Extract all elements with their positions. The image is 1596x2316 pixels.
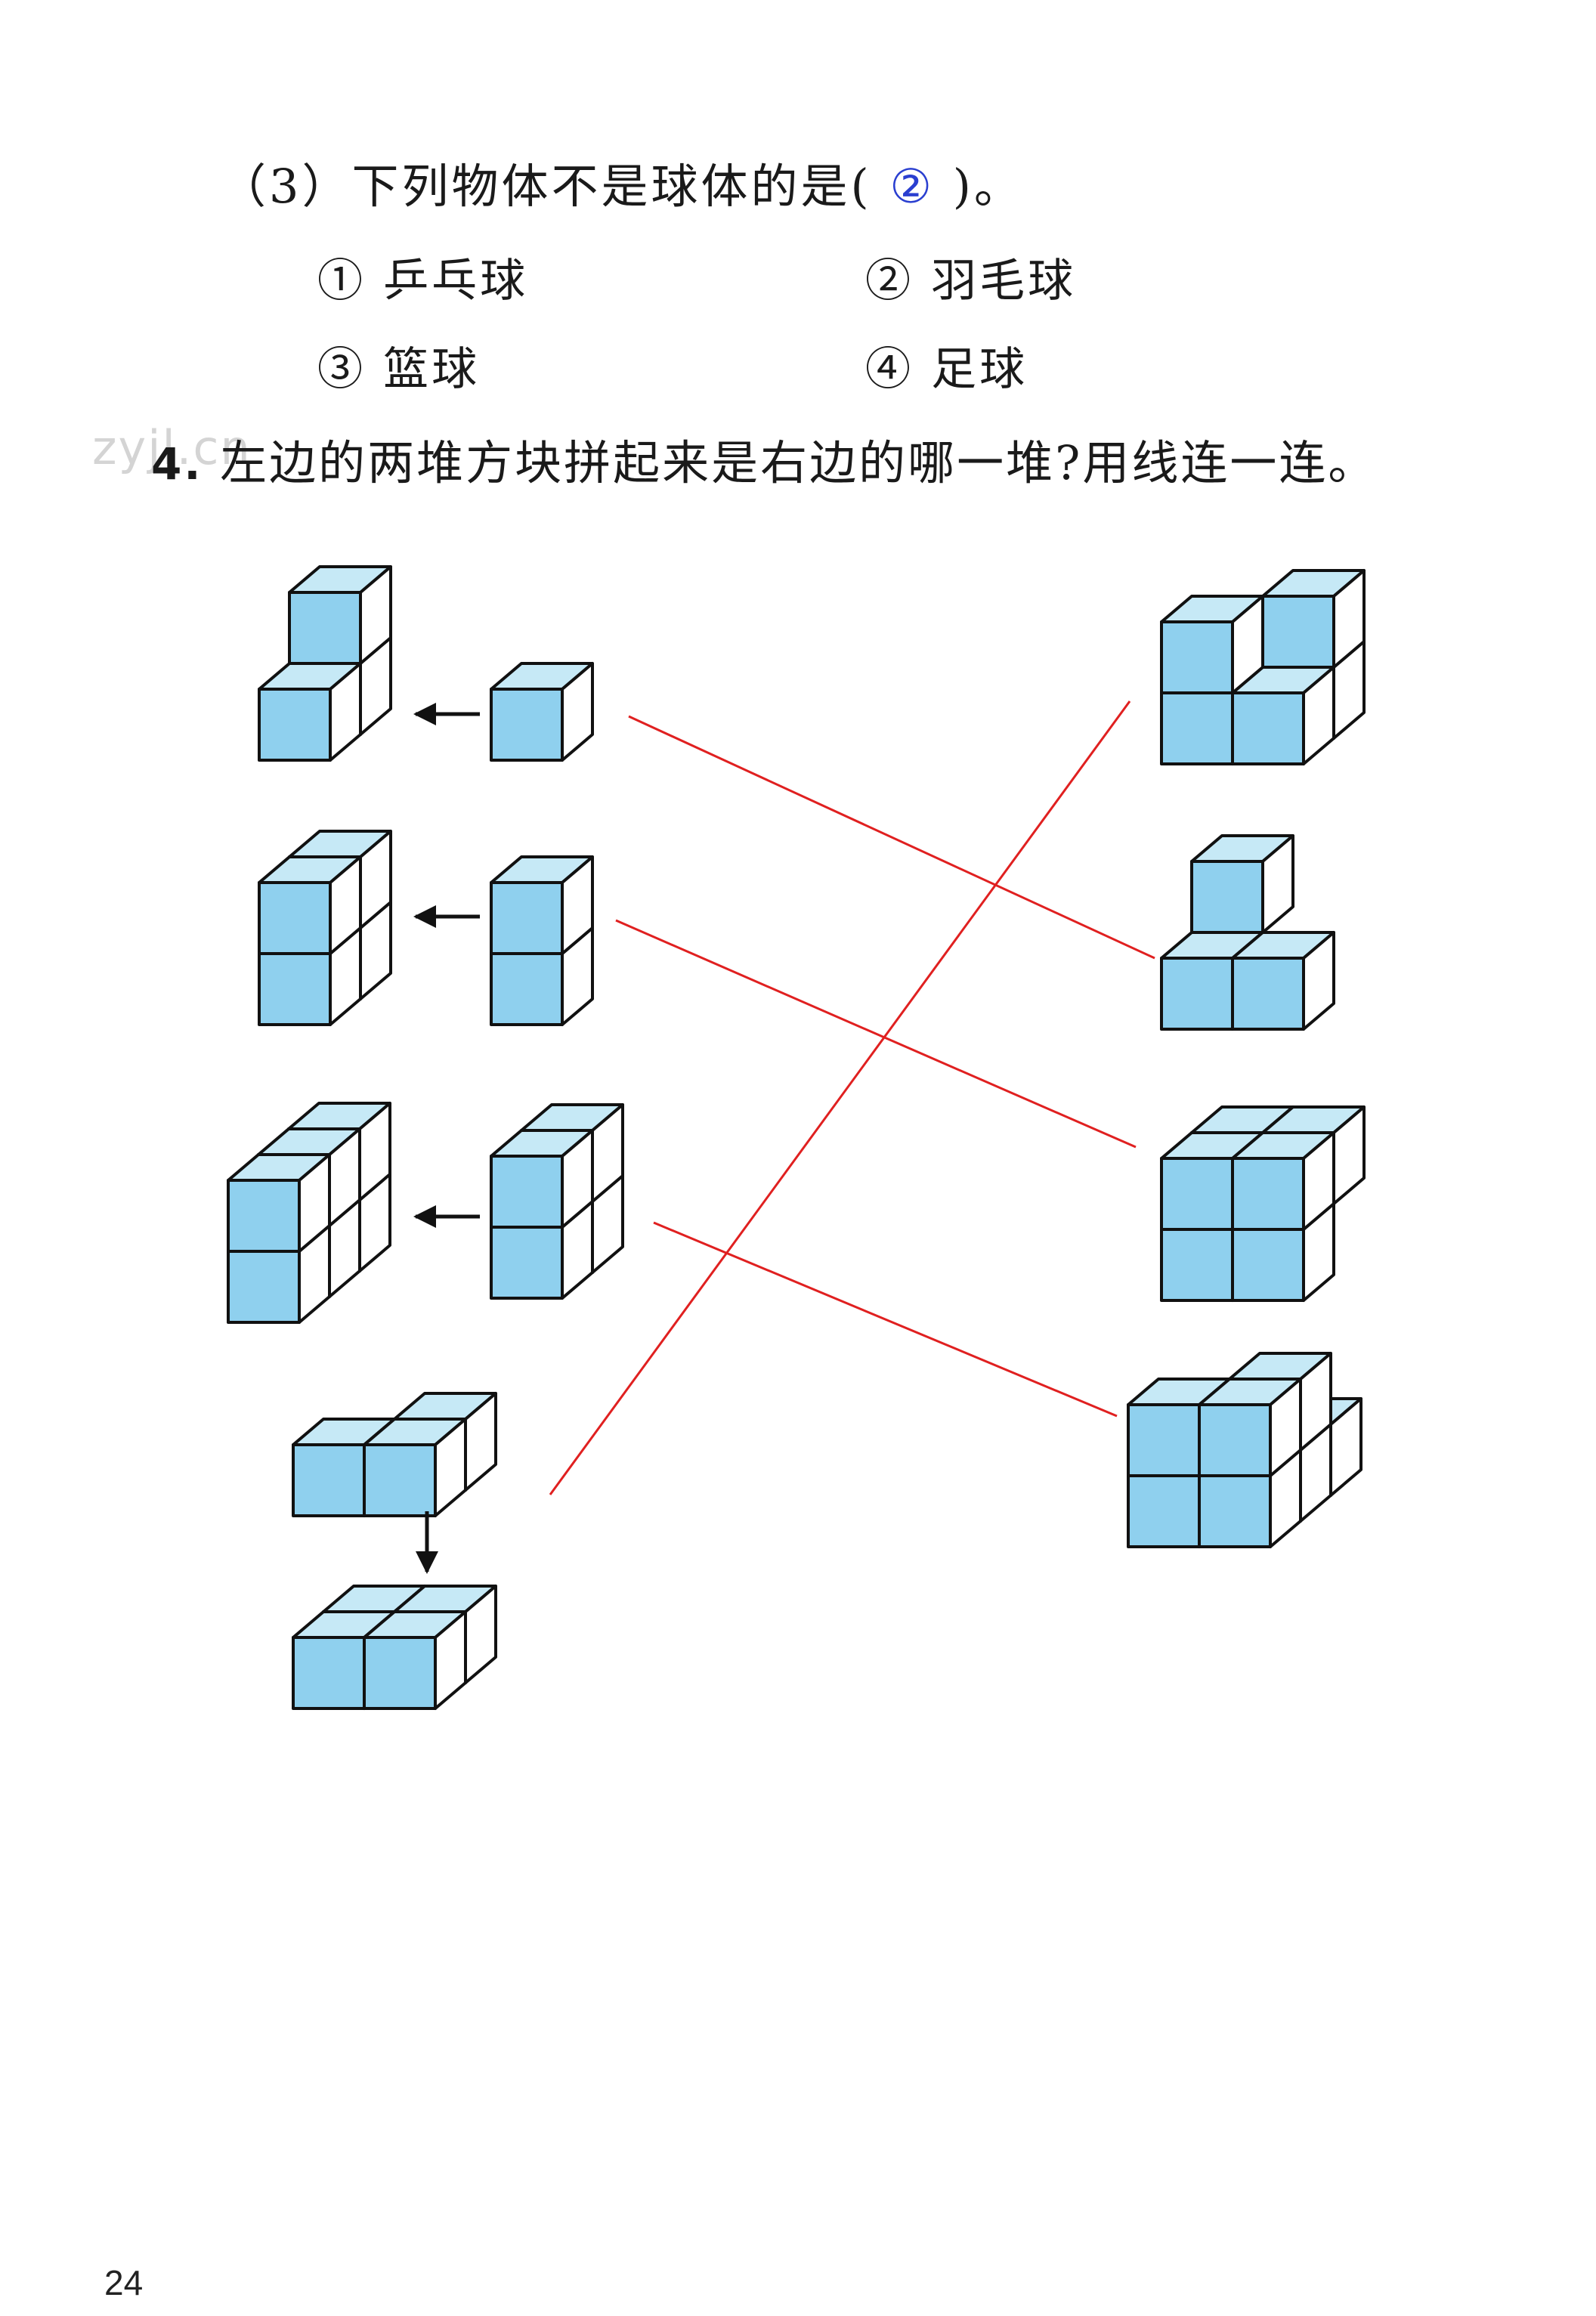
question-3-end: )。 xyxy=(952,159,1024,214)
cube xyxy=(1231,666,1335,765)
question-4: 4. 左边的两堆方块拼起来是右边的哪一堆?用线连一连。 xyxy=(151,425,1377,493)
pile-3b xyxy=(490,1103,624,1300)
pile-4b xyxy=(292,1585,497,1710)
cube-side-face xyxy=(1332,569,1366,669)
option-1: ① 乒乓球 xyxy=(317,255,529,308)
cube-side-face xyxy=(1231,595,1264,694)
pile-2b xyxy=(490,855,594,1026)
cube xyxy=(258,662,362,762)
cube-front-face xyxy=(1160,620,1234,694)
cube-front-face xyxy=(490,952,564,1026)
cube xyxy=(227,1153,331,1253)
cube-front-face xyxy=(292,1443,366,1517)
cube-front-face xyxy=(1160,691,1234,765)
cube xyxy=(1261,569,1366,669)
cube xyxy=(490,662,594,762)
cube-front-face xyxy=(1198,1474,1272,1548)
watermark: zyjl.cn xyxy=(92,420,252,475)
right-cube-stacks xyxy=(1127,569,1366,1548)
page-number: 24 xyxy=(104,2263,144,2302)
cube-side-face xyxy=(329,662,362,762)
cube-front-face xyxy=(1231,957,1305,1031)
cube-side-face xyxy=(561,1129,594,1229)
cube xyxy=(1231,1131,1335,1231)
cube-front-face xyxy=(227,1250,301,1324)
cube-front-face xyxy=(363,1443,437,1517)
pile-1a xyxy=(258,565,392,762)
cube-front-face xyxy=(1231,1228,1305,1302)
cube-side-face xyxy=(1269,1378,1302,1477)
cube-front-face xyxy=(1190,860,1264,934)
cube-side-face xyxy=(561,855,594,955)
cube xyxy=(363,1610,467,1710)
cube xyxy=(490,1129,594,1229)
cube xyxy=(258,855,362,955)
cube-front-face xyxy=(258,688,332,762)
cube-side-face xyxy=(434,1610,467,1710)
cube-front-face xyxy=(490,688,564,762)
cube-front-face xyxy=(490,1155,564,1229)
cube-side-face xyxy=(561,662,594,762)
cube-side-face xyxy=(434,1418,467,1517)
match-line-4 xyxy=(549,700,1131,1495)
cube-front-face xyxy=(227,1179,301,1253)
cube-front-face xyxy=(363,1636,437,1710)
cube-front-face xyxy=(1160,1228,1234,1302)
match-line-3 xyxy=(653,1221,1118,1418)
cube-front-face xyxy=(1160,957,1234,1031)
cube-side-face xyxy=(1302,666,1335,765)
cube-front-face xyxy=(1261,595,1335,669)
pile-1b xyxy=(490,662,594,762)
cube-front-face xyxy=(258,952,332,1026)
option-3: ③ 篮球 xyxy=(317,343,481,396)
pile-2a xyxy=(258,830,392,1026)
cube-side-face xyxy=(1302,1131,1335,1231)
cube-front-face xyxy=(292,1636,366,1710)
cube-front-face xyxy=(490,881,564,955)
cube xyxy=(1231,931,1335,1031)
cube-front-face xyxy=(1231,691,1305,765)
match-line-2 xyxy=(615,919,1137,1149)
cube-front-face xyxy=(1160,1157,1234,1231)
question-4-text: 左边的两堆方块拼起来是右边的哪一堆?用线连一连。 xyxy=(220,435,1378,490)
arrows xyxy=(413,703,480,1574)
cube-side-face xyxy=(359,565,392,665)
cube-side-face xyxy=(329,855,362,955)
cube-front-face xyxy=(490,1226,564,1300)
cube xyxy=(1190,834,1294,934)
question-3-label: （3） xyxy=(219,159,352,214)
cube xyxy=(288,565,392,665)
cube-side-face xyxy=(298,1153,331,1253)
cube xyxy=(1198,1378,1302,1477)
question-3: （3）下列物体不是球体的是( ② )。 xyxy=(219,148,1024,216)
option-2: ② 羽毛球 xyxy=(865,255,1077,308)
cube-front-face xyxy=(1127,1403,1201,1477)
question-4-number: 4. xyxy=(151,438,203,490)
cube-side-face xyxy=(1261,834,1294,934)
question-3-stem: 下列物体不是球体的是( xyxy=(351,159,872,214)
match-line-1 xyxy=(628,715,1155,960)
question-3-answer: ② xyxy=(889,159,935,214)
cube xyxy=(1160,595,1264,694)
pile-3a xyxy=(227,1102,391,1324)
pile-4a xyxy=(292,1392,497,1517)
cube-front-face xyxy=(288,591,362,665)
option-4: ④ 足球 xyxy=(865,343,1028,396)
cube xyxy=(490,855,594,955)
matching-lines xyxy=(549,700,1155,1495)
cube-front-face xyxy=(258,881,332,955)
stack-3 xyxy=(1160,1105,1366,1302)
cube-front-face xyxy=(1127,1474,1201,1548)
stack-1 xyxy=(1160,569,1366,765)
cube-front-face xyxy=(1231,1157,1305,1231)
stack-2 xyxy=(1160,834,1335,1031)
cube xyxy=(363,1418,467,1517)
stack-4 xyxy=(1127,1352,1362,1548)
cube-side-face xyxy=(1302,931,1335,1031)
left-cube-piles xyxy=(227,565,624,1710)
cube-front-face xyxy=(1198,1403,1272,1477)
